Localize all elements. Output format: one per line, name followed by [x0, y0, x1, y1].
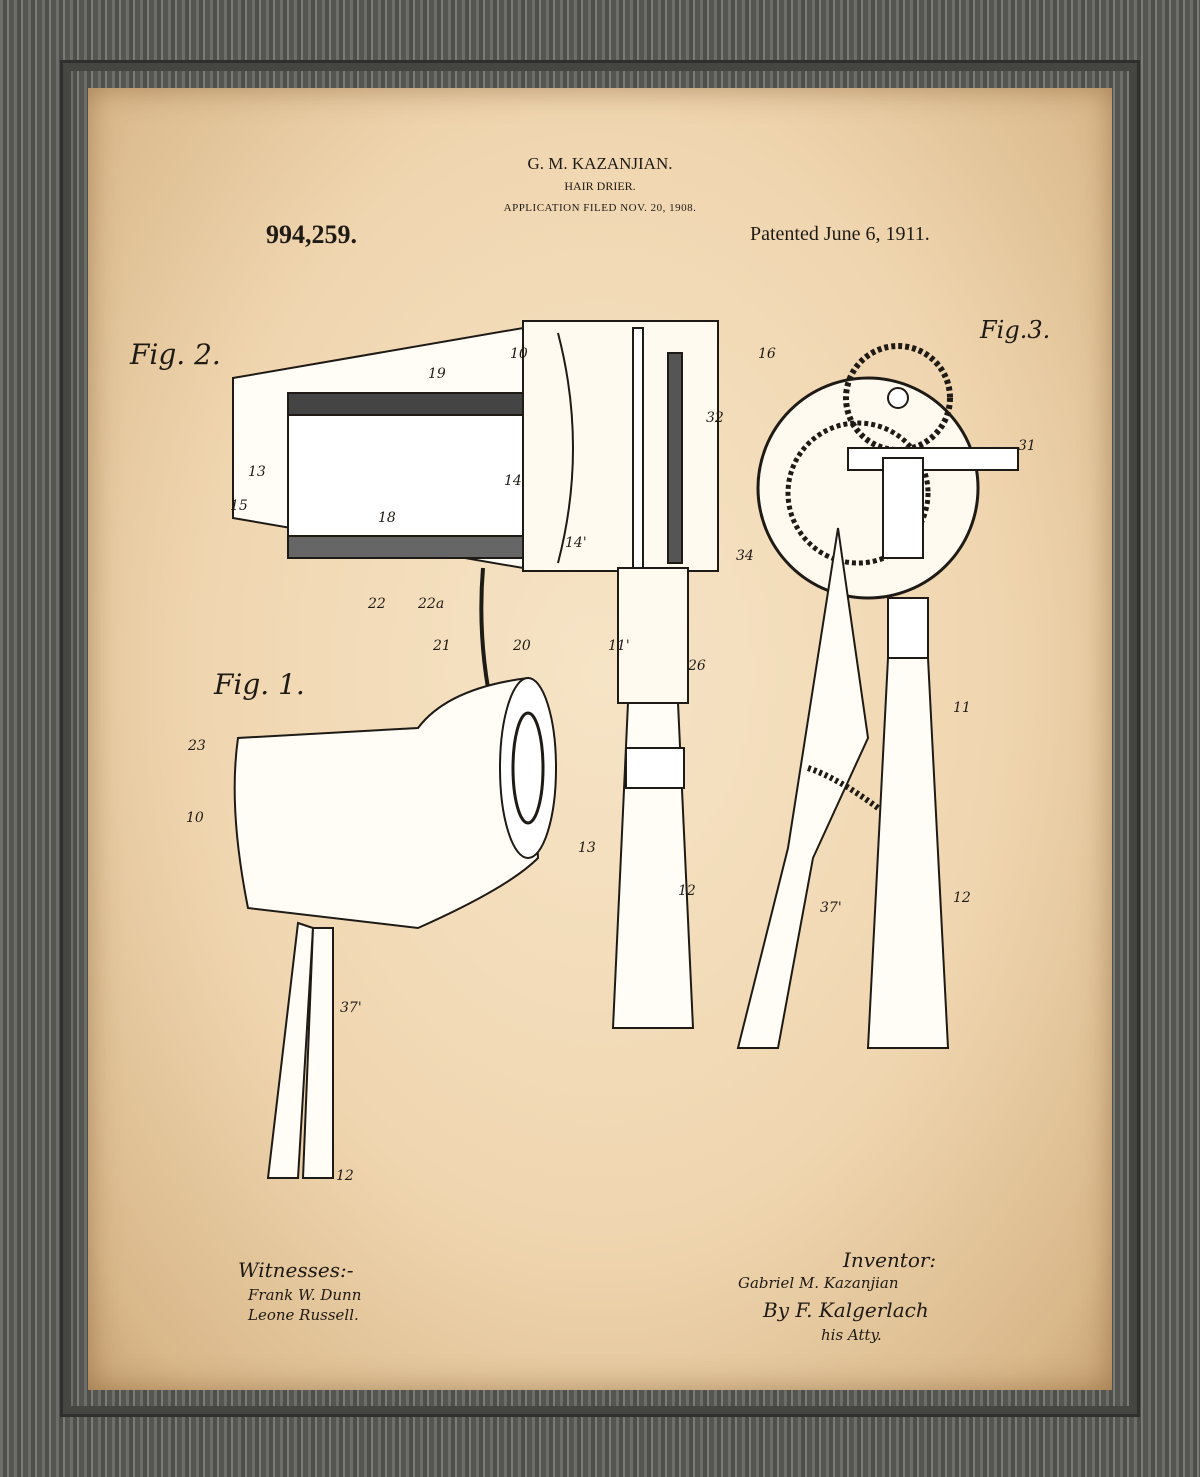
ref-numeral: 22a	[418, 596, 445, 612]
filed-date: APPLICATION FILED NOV. 20, 1908.	[503, 202, 697, 214]
witness-signature-1: Frank W. Dunn	[248, 1286, 362, 1304]
ref-numeral: 12	[336, 1168, 354, 1184]
witnesses-label: Witnesses:-	[238, 1258, 354, 1282]
ref-numeral: 15	[230, 498, 248, 514]
inventor-signature: Gabriel M. Kazanjian	[738, 1274, 899, 1292]
ref-numeral: 31	[1018, 438, 1036, 454]
ref-numeral: 12	[678, 883, 696, 899]
ref-numeral: 21	[433, 638, 451, 654]
ref-numeral: 13	[248, 464, 266, 480]
patent-title: HAIR DRIER.	[564, 179, 636, 193]
ref-numeral: 14'	[565, 535, 587, 551]
ref-numeral: 10	[510, 346, 528, 362]
ref-numeral: 14	[504, 473, 522, 489]
ref-numeral: 26	[688, 658, 706, 674]
ref-numeral: 12	[953, 890, 971, 906]
ref-numeral: 34	[736, 548, 754, 564]
frame-bevel	[60, 60, 1140, 1417]
ref-numeral: 16	[758, 346, 776, 362]
attorney-signature: By F. Kalgerlach	[763, 1298, 929, 1322]
fig3-drawing	[736, 343, 1019, 1049]
patent-date: Patented June 6, 1911.	[750, 223, 930, 245]
ref-numeral: 20	[513, 638, 531, 654]
patent-number: 994,259.	[266, 220, 357, 249]
inventor-label: Inventor:	[843, 1248, 937, 1272]
fig3-label: Fig.3.	[980, 316, 1051, 344]
ref-numeral: 13	[578, 840, 596, 856]
fig1-label: Fig. 1.	[214, 668, 305, 701]
patent-print: G. M. KAZANJIAN. HAIR DRIER. APPLICATION…	[88, 88, 1112, 1390]
ref-numeral: 11	[953, 700, 971, 716]
fig1-drawing	[233, 676, 557, 1179]
ref-numeral: 18	[378, 510, 396, 526]
patent-drawings	[232, 320, 1019, 1179]
attorney-label: his Atty.	[821, 1326, 882, 1344]
ref-numeral: 23	[188, 738, 206, 754]
ref-numeral: 19	[428, 366, 446, 382]
witness-signature-2: Leone Russell.	[248, 1306, 359, 1324]
inventor-heading: G. M. KAZANJIAN.	[527, 154, 673, 173]
ref-numeral: 10	[186, 810, 204, 826]
ref-numeral: 32	[706, 410, 724, 426]
ref-numeral: 37'	[340, 1000, 362, 1016]
ref-numeral: 37'	[820, 900, 842, 916]
ref-numeral: 11'	[608, 638, 630, 654]
ref-numeral: 22	[368, 596, 386, 612]
fig2-label: Fig. 2.	[130, 338, 221, 371]
fig2-drawing	[232, 320, 719, 1029]
